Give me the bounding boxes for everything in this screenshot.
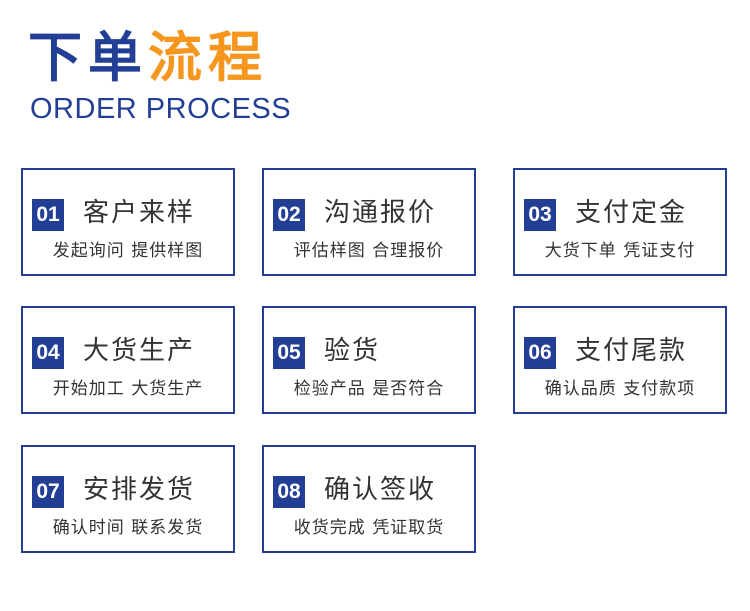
step-title: 确认签收 xyxy=(324,475,437,505)
step-description: 确认品质 支付款项 xyxy=(544,379,696,399)
step-number-badge: 08 xyxy=(273,476,305,508)
step-description: 开始加工 大货生产 xyxy=(52,379,204,399)
step-card-01: 01 客户来样 发起询问 提供样图 xyxy=(21,168,235,276)
page-title: 下单流程 xyxy=(28,26,268,90)
step-description: 大货下单 凭证支付 xyxy=(544,241,696,261)
step-card-06: 06 支付尾款 确认品质 支付款项 xyxy=(513,306,727,414)
step-description: 发起询问 提供样图 xyxy=(52,241,204,261)
step-title: 支付定金 xyxy=(575,198,688,228)
step-description: 确认时间 联系发货 xyxy=(52,518,204,538)
title-part-2: 流程 xyxy=(148,26,268,89)
step-title: 沟通报价 xyxy=(324,198,437,228)
step-card-08: 08 确认签收 收货完成 凭证取货 xyxy=(262,445,476,553)
step-card-04: 04 大货生产 开始加工 大货生产 xyxy=(21,306,235,414)
step-number-badge: 04 xyxy=(32,337,64,369)
step-number-badge: 03 xyxy=(524,199,556,231)
step-title: 验货 xyxy=(324,336,381,366)
step-title: 安排发货 xyxy=(83,475,196,505)
step-number-badge: 01 xyxy=(32,199,64,231)
page-subtitle: ORDER PROCESS xyxy=(30,93,292,125)
step-number-badge: 05 xyxy=(273,337,305,369)
step-title: 客户来样 xyxy=(83,198,196,228)
title-part-1: 下单 xyxy=(28,26,148,89)
step-card-02: 02 沟通报价 评估样图 合理报价 xyxy=(262,168,476,276)
step-number-badge: 06 xyxy=(524,337,556,369)
step-description: 评估样图 合理报价 xyxy=(293,241,445,261)
step-card-03: 03 支付定金 大货下单 凭证支付 xyxy=(513,168,727,276)
step-description: 收货完成 凭证取货 xyxy=(293,518,445,538)
step-description: 检验产品 是否符合 xyxy=(293,379,445,399)
step-title: 大货生产 xyxy=(83,336,196,366)
step-number-badge: 02 xyxy=(273,199,305,231)
step-card-05: 05 验货 检验产品 是否符合 xyxy=(262,306,476,414)
step-card-07: 07 安排发货 确认时间 联系发货 xyxy=(21,445,235,553)
step-title: 支付尾款 xyxy=(575,336,688,366)
step-number-badge: 07 xyxy=(32,476,64,508)
